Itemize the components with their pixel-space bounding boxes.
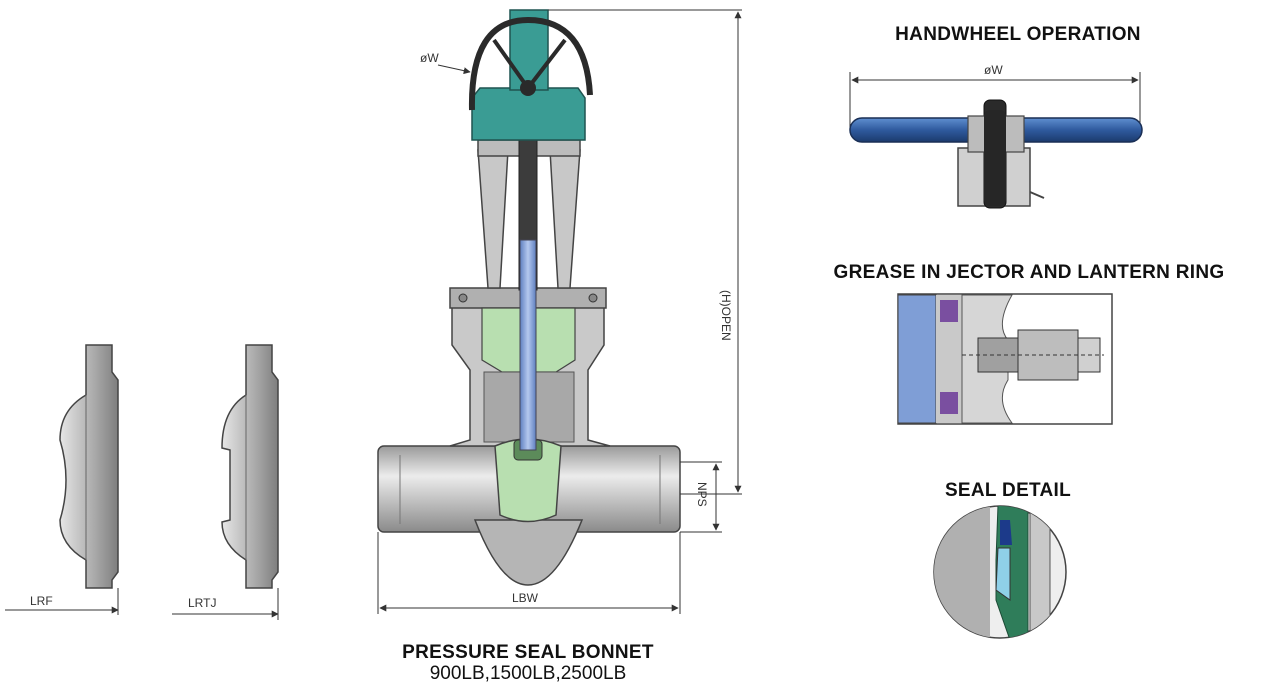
gate-valve: [377, 9, 681, 586]
main-title: PRESSURE SEAL BONNET: [402, 642, 654, 663]
label-lrtj: LRTJ: [188, 596, 216, 610]
label-nps: NPS: [695, 482, 709, 507]
grease-title: GREASE IN JECTOR AND LANTERN RING: [834, 262, 1225, 283]
dim-lrf: LRF: [5, 588, 119, 615]
label-lbw: LBW: [512, 591, 539, 605]
dim-lrtj: LRTJ: [172, 588, 279, 620]
flange-rf: [59, 344, 119, 589]
handwheel-detail: øW: [849, 63, 1143, 209]
label-w-handwheel: øW: [984, 63, 1003, 77]
dim-lbw: LBW: [377, 532, 681, 614]
label-lrf: LRF: [30, 594, 53, 608]
grease-detail: [897, 293, 1113, 425]
seal-detail: [933, 505, 1067, 639]
dim-w-main: øW: [420, 51, 471, 75]
main-subtitle: 900LB,1500LB,2500LB: [430, 663, 627, 684]
label-h-open: (H)OPEN: [719, 290, 733, 341]
flange-rtj: [221, 344, 279, 589]
handwheel-title: HANDWHEEL OPERATION: [895, 24, 1141, 45]
label-w-main: øW: [420, 51, 439, 65]
dim-nps: NPS: [680, 461, 722, 533]
seal-title: SEAL DETAIL: [945, 480, 1071, 501]
dim-h-open: (H)OPEN: [548, 9, 742, 495]
